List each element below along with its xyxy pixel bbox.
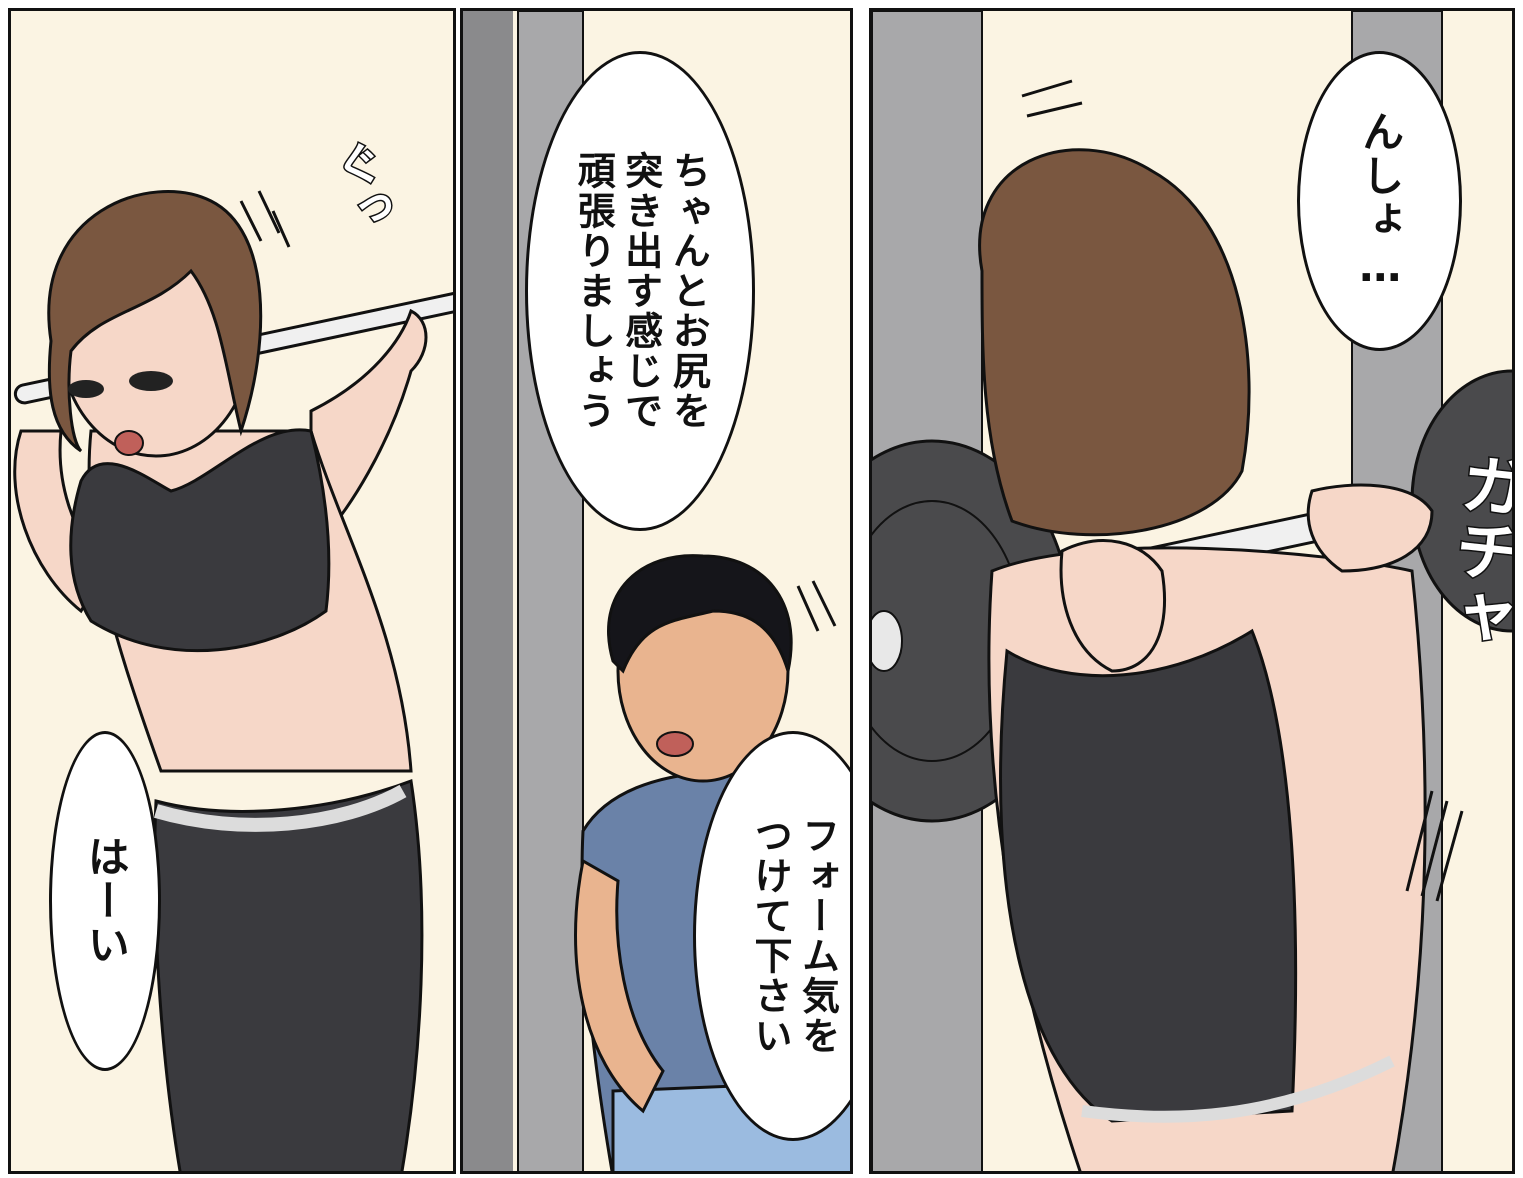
speech-bubble-middle-top: ちゃんとお尻を 突き出す感じで 頑張りましょう xyxy=(525,51,755,531)
speech-bubble-middle-bottom-text: フォーム気を つけて下さい xyxy=(748,816,840,1056)
speech-bubble-left: はーい xyxy=(49,731,161,1071)
speech-bubble-right-text: んしょ… xyxy=(1355,109,1405,293)
woman-front-illustration xyxy=(13,190,453,1171)
speech-bubble-right: んしょ… xyxy=(1297,51,1462,351)
speech-bubble-middle-top-text: ちゃんとお尻を 突き出す感じで 頑張りましょう xyxy=(571,151,711,431)
manga-panel-left: ぐっ はーい xyxy=(8,8,456,1174)
speech-bubble-left-text: はーい xyxy=(81,835,131,967)
manga-panel-right: んしょ… ガチャ xyxy=(869,8,1515,1174)
woman-back-illustration xyxy=(872,11,1512,1171)
manga-panel-middle: ちゃんとお尻を 突き出す感じで 頑張りましょう フォーム気を つけて下さい xyxy=(460,8,853,1174)
speech-bubble-middle-bottom: フォーム気を つけて下さい xyxy=(693,731,850,1141)
